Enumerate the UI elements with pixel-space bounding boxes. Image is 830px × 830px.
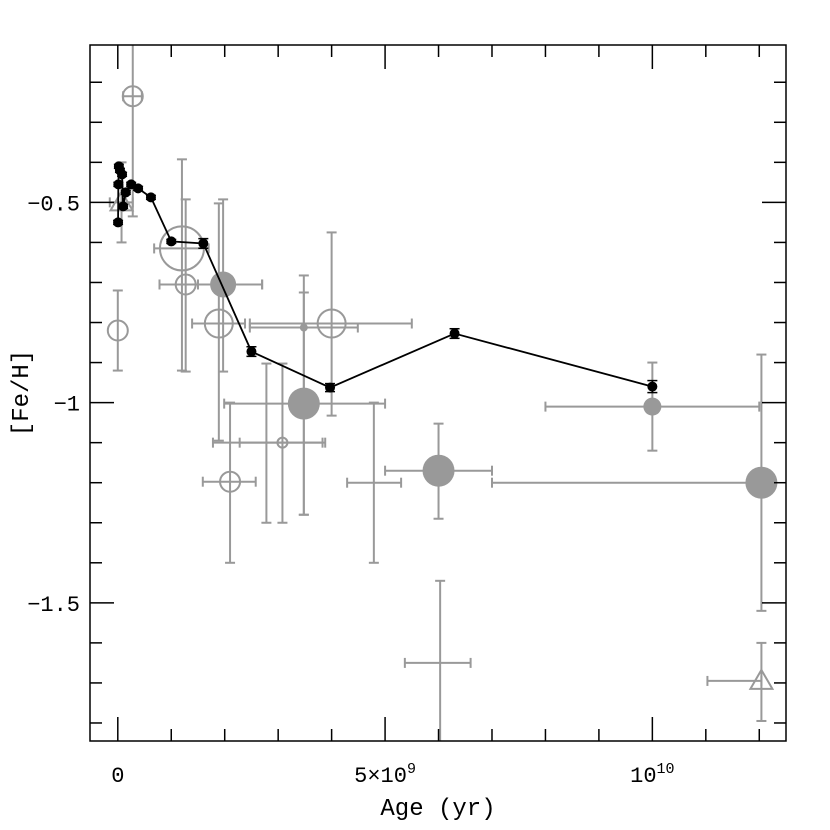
- filled-circle-marker: [643, 397, 662, 416]
- open-circle-marker: [174, 273, 197, 296]
- y-tick-label: −1.5: [27, 593, 80, 618]
- open-circle-marker: [106, 319, 129, 342]
- series-line: [117, 166, 653, 389]
- data-point: [490, 353, 778, 612]
- series-point: [647, 381, 658, 392]
- tick-labels: 0 5×109 1010 −0.5 −1 −1.5: [27, 192, 674, 789]
- data-point: [544, 361, 761, 452]
- series-point: [117, 169, 128, 180]
- filled-circle-marker: [745, 466, 778, 499]
- data-point: [346, 401, 403, 564]
- series-point: [133, 183, 144, 194]
- series-point: [120, 187, 131, 198]
- data-point: [384, 422, 493, 520]
- series-point: [325, 382, 336, 393]
- series-point: [198, 238, 209, 249]
- series-point: [449, 328, 460, 339]
- x-tick-label: 0: [111, 764, 124, 789]
- data-point: [238, 362, 324, 524]
- x-axis-label: Age (yr): [380, 796, 495, 823]
- y-tick-label: −1: [54, 393, 80, 418]
- data-point: [201, 401, 257, 564]
- series-point: [118, 201, 129, 212]
- axis-ticks: [90, 45, 786, 741]
- x-tick-label: 1010: [630, 761, 674, 789]
- series-point: [246, 346, 257, 357]
- series-point: [113, 179, 124, 190]
- filled-circle-marker: [287, 387, 320, 420]
- filled-circle-marker: [210, 271, 237, 298]
- data-point: [223, 291, 387, 516]
- data-point: [196, 198, 264, 373]
- y-tick-label: −0.5: [27, 192, 80, 217]
- literature-points: [106, 45, 778, 741]
- filled-circle-marker: [422, 454, 455, 487]
- open-triangle-marker: [748, 667, 775, 690]
- y-axis-label: [Fe/H]: [9, 350, 36, 436]
- open-circle-marker: [219, 470, 242, 493]
- data-point: [403, 579, 472, 741]
- open-circle-marker: [316, 308, 347, 339]
- x-tick-label: 5×109: [354, 761, 416, 789]
- open-circle-marker: [203, 308, 234, 339]
- series-point: [145, 192, 156, 203]
- open-circle-marker: [121, 85, 144, 108]
- data-point: [153, 158, 210, 372]
- plot-frame: [89, 44, 787, 742]
- data-point: [106, 289, 129, 372]
- series-point: [113, 217, 124, 228]
- series-point: [166, 236, 177, 247]
- data-point: [191, 202, 247, 442]
- data-point: [706, 641, 775, 722]
- line-series: [113, 161, 658, 394]
